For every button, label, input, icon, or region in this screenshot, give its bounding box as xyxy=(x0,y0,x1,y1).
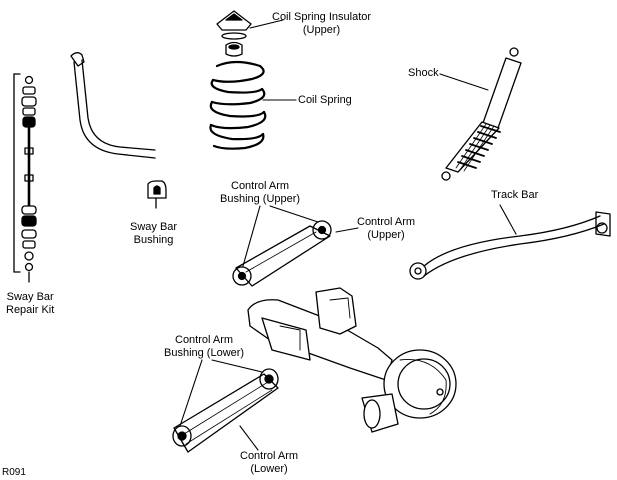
label-line: Sway Bar xyxy=(130,221,178,233)
label-shock: Shock xyxy=(408,67,439,80)
figure-code: R091 xyxy=(2,467,26,478)
label-control-arm-lower: Control Arm (Lower) xyxy=(240,450,298,476)
coil-spring-drawing xyxy=(209,60,297,150)
label-sway-bar-repair-kit: Sway Bar Repair Kit xyxy=(6,291,54,317)
label-line: Control Arm xyxy=(357,216,416,228)
label-line: Repair Kit xyxy=(6,304,55,316)
sway-bar-repair-kit-drawing xyxy=(13,73,37,283)
label-line: Coil Spring Insulator xyxy=(272,11,372,23)
label-coil-spring: Coil Spring xyxy=(298,94,352,107)
control-arm-lower-drawing xyxy=(172,359,279,453)
label-line: (Lower) xyxy=(250,463,288,475)
label-line: Bushing (Upper) xyxy=(220,193,301,205)
label-coil-spring-insulator: Coil Spring Insulator (Upper) xyxy=(272,11,371,37)
shock-drawing xyxy=(439,47,522,181)
label-line: (Upper) xyxy=(302,24,341,36)
control-arm-upper-drawing xyxy=(232,205,359,287)
label-control-arm-bushing-upper: Control Arm Bushing (Upper) xyxy=(220,180,300,206)
label-control-arm-bushing-lower: Control Arm Bushing (Lower) xyxy=(164,334,244,360)
label-control-arm-upper: Control Arm (Upper) xyxy=(357,216,415,242)
label-line: Sway Bar xyxy=(6,291,54,303)
label-line: Coil Spring xyxy=(298,94,352,106)
axle-housing-drawing xyxy=(247,287,457,433)
label-sway-bar-bushing: Sway Bar Bushing xyxy=(130,221,177,247)
label-line: Control Arm xyxy=(231,180,290,192)
track-bar-drawing xyxy=(409,204,611,280)
label-line: Control Arm xyxy=(240,450,299,462)
label-line: Track Bar xyxy=(491,189,539,201)
label-track-bar: Track Bar xyxy=(491,189,538,202)
coil-spring-insulator-drawing xyxy=(216,10,284,57)
label-line: Control Arm xyxy=(175,334,234,346)
label-line: Shock xyxy=(408,67,439,79)
sway-bar-bushing-drawing xyxy=(147,180,167,209)
label-line: Bushing (Lower) xyxy=(164,347,245,359)
label-line: Bushing xyxy=(133,234,174,246)
sway-bar-drawing xyxy=(70,52,156,159)
label-line: (Upper) xyxy=(367,229,405,241)
